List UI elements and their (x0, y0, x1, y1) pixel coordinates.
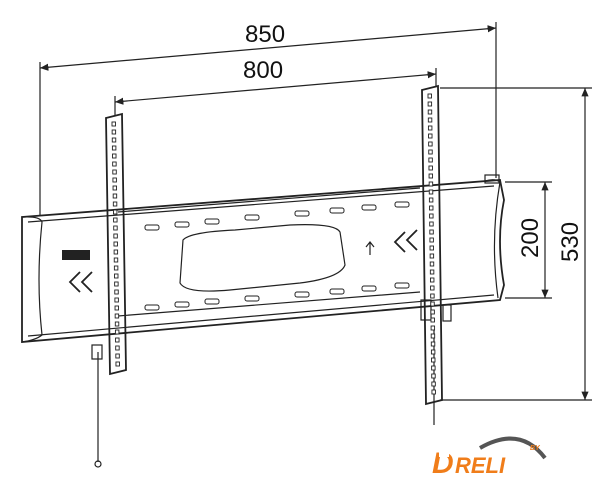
rail-hole (428, 189, 434, 195)
rail-hole (113, 265, 119, 271)
rail-hole (114, 329, 120, 335)
rail-hole (427, 117, 433, 123)
rail-hole (112, 169, 117, 175)
rail-hole (429, 245, 434, 251)
rail-hole (431, 365, 436, 371)
rail-hole (113, 241, 118, 247)
rail-hole (430, 349, 436, 355)
rail-hole (113, 225, 118, 231)
rail-hole (428, 173, 434, 179)
rail-hole (428, 197, 434, 203)
rail-hole (113, 217, 118, 223)
rail-hole (427, 101, 433, 107)
chevron-left-icon (393, 229, 418, 253)
rail-hole (428, 165, 433, 171)
rail-hole (115, 337, 120, 343)
rail-hole (431, 357, 436, 363)
right-rail (420, 84, 452, 425)
rail-hole (429, 221, 434, 227)
dimension-530: 530 (440, 87, 592, 401)
rail-hole (429, 205, 434, 211)
rail-hole (112, 177, 117, 183)
rail-hole (115, 353, 120, 359)
rail-hole (428, 181, 434, 187)
center-cutout (179, 224, 346, 292)
rail-hole (427, 109, 433, 115)
rail-hole (113, 233, 118, 239)
rail-hole (427, 125, 433, 131)
rail-hole (429, 277, 435, 283)
rail-hole (431, 389, 436, 395)
rail-hole (112, 153, 117, 159)
dimension-800-label: 800 (243, 57, 283, 84)
svg-text:BY: BY (530, 445, 541, 452)
rail-hole (430, 333, 436, 339)
dimension-850-label: 850 (245, 21, 285, 48)
svg-text:D: D (432, 447, 454, 480)
rail-hole (429, 261, 435, 267)
dimension-200-label: 200 (517, 218, 544, 258)
rail-hole (112, 161, 117, 167)
rail-hole (115, 345, 120, 351)
rail-hole (430, 293, 435, 299)
rail-hole (114, 273, 119, 279)
rail-hole (114, 281, 119, 287)
rail-hole (428, 141, 433, 147)
left-rail (91, 112, 127, 468)
dimension-850: 850 (39, 21, 497, 215)
rail-hole (111, 121, 116, 127)
rail-hole (115, 361, 120, 367)
level-indicator (62, 250, 90, 260)
dimension-200: 200 (505, 181, 552, 299)
rail-hole (113, 257, 119, 263)
rail-hole (112, 209, 118, 215)
rail-hole (114, 289, 119, 295)
rail-hole (114, 313, 120, 319)
svg-text:RELI: RELI (455, 453, 506, 478)
chevron-left-icon (68, 271, 93, 293)
rail-hole (427, 93, 432, 99)
rail-hole (430, 285, 435, 291)
rail-hole (113, 249, 119, 255)
rail-hole (430, 309, 435, 315)
rail-hole (428, 157, 433, 163)
rail-hole (431, 373, 436, 379)
rail-hole (429, 213, 434, 219)
dimension-530-label: 530 (557, 222, 584, 262)
rail-hole (112, 185, 118, 191)
rail-hole (428, 133, 433, 139)
rail-hole (429, 253, 435, 259)
rail-hole (112, 193, 118, 199)
arrow-up-icon (365, 241, 375, 255)
dreli-logo: D RELI BY (432, 436, 547, 480)
rail-hole (431, 381, 436, 387)
rail-hole (111, 137, 117, 143)
rail-hole (429, 237, 434, 243)
rail-hole (430, 317, 435, 323)
rail-hole (112, 201, 118, 207)
rail-hole (428, 149, 433, 155)
rail-hole (114, 305, 119, 311)
rail-hole (114, 321, 120, 327)
rail-hole (114, 297, 119, 303)
rail-hole (429, 269, 435, 275)
rail-hole (111, 129, 117, 135)
rail-hole (430, 341, 436, 347)
rail-hole (430, 301, 435, 307)
dimension-800: 800 (114, 57, 437, 115)
wall-plate (21, 174, 505, 343)
rail-hole (111, 145, 117, 151)
rail-hole (430, 325, 436, 331)
rail-hole (429, 229, 434, 235)
